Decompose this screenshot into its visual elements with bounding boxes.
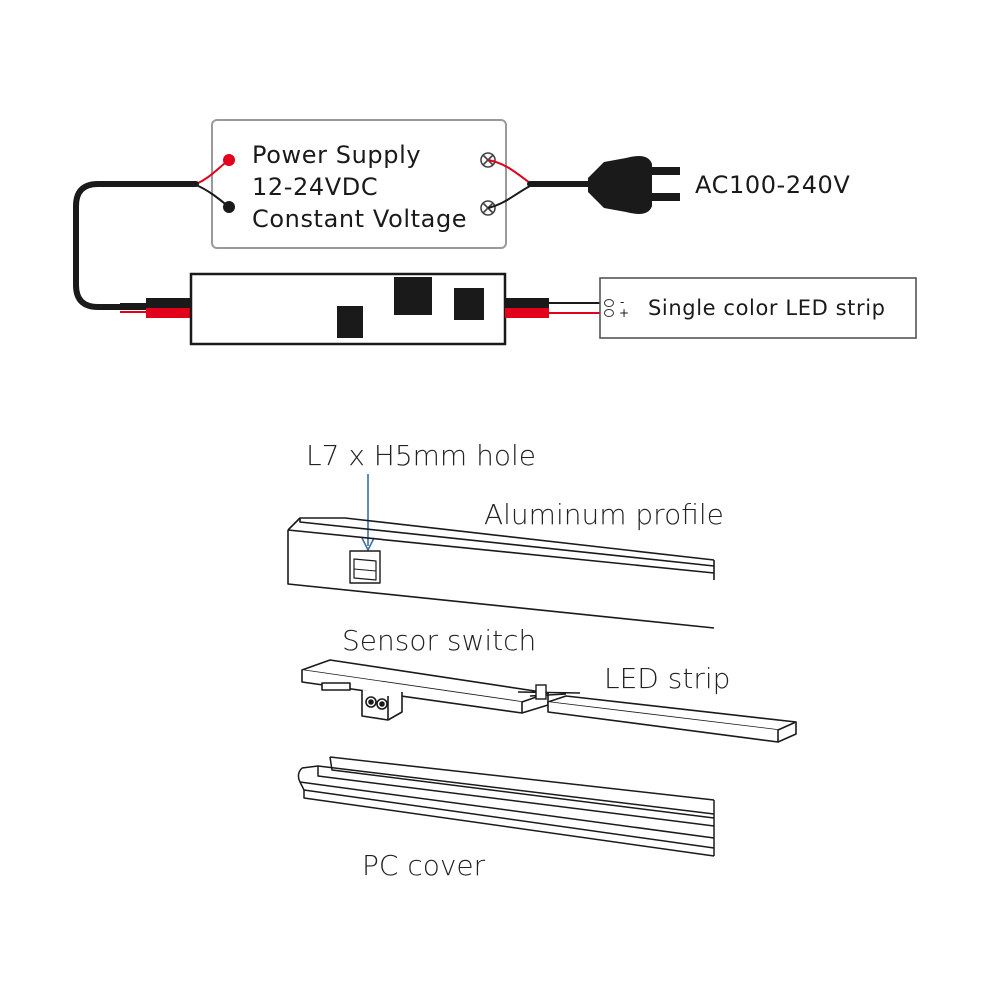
wiring-diagram: Power Supply 12-24VDC Constant Voltage: [73, 119, 917, 346]
sensor-chip-right: [454, 288, 484, 320]
sensor-chip-small: [337, 306, 363, 338]
sensor-output-sleeve-red: [505, 308, 549, 318]
sensor-hole: [349, 550, 381, 584]
led-strip-part: [547, 695, 797, 743]
strip-connector: [517, 684, 581, 700]
sensor-switch-module: [146, 272, 549, 346]
dc-cable: [73, 181, 199, 310]
led-strip-part-label: LED strip: [604, 662, 730, 695]
psu-red-output-wire: [195, 159, 230, 185]
led-strip-outline: [599, 277, 917, 339]
hole-pointer-arrow: [361, 474, 375, 552]
sensor-switch-label: Sensor switch: [342, 624, 536, 657]
ac-plug-icon: [588, 156, 680, 214]
power-supply-box: [211, 119, 507, 249]
assembly-diagram: L7 x H5mm hole Aluminum profile Sensor s…: [287, 439, 797, 882]
strip-pad-positive: [604, 309, 614, 317]
power-supply-voltage: 12-24VDC: [252, 173, 378, 201]
sensor-chip-large: [394, 277, 432, 315]
led-strip-label: Single color LED strip: [648, 296, 886, 320]
ac-black-wire: [487, 185, 531, 209]
ac-red-wire: [487, 159, 531, 184]
pc-cover-label: PC cover: [362, 849, 486, 882]
pc-cover-part: [297, 756, 715, 857]
sensor-terminal-block: [361, 690, 403, 721]
power-supply-type: Constant Voltage: [252, 205, 467, 233]
hole-dimension-label: L7 x H5mm hole: [306, 439, 536, 472]
psu-black-output-wire: [195, 184, 230, 208]
sensor-input-sleeve-black: [146, 298, 192, 308]
power-supply-title: Power Supply: [252, 141, 421, 169]
polarity-negative-label: -: [620, 295, 624, 309]
strip-pad-negative: [604, 299, 614, 307]
power-supply: Power Supply 12-24VDC Constant Voltage: [211, 119, 507, 249]
led-strip-box: - + Single color LED strip: [599, 277, 917, 339]
polarity-positive-label: +: [619, 306, 629, 320]
sensor-output-sleeve-black: [505, 298, 549, 308]
sensor-input-sleeve-red: [146, 308, 192, 318]
aluminum-profile: [287, 517, 715, 629]
aluminum-profile-label: Aluminum profile: [484, 498, 724, 531]
ac-voltage-label: AC100-240V: [695, 171, 850, 199]
sensor-switch-part: [301, 659, 549, 721]
